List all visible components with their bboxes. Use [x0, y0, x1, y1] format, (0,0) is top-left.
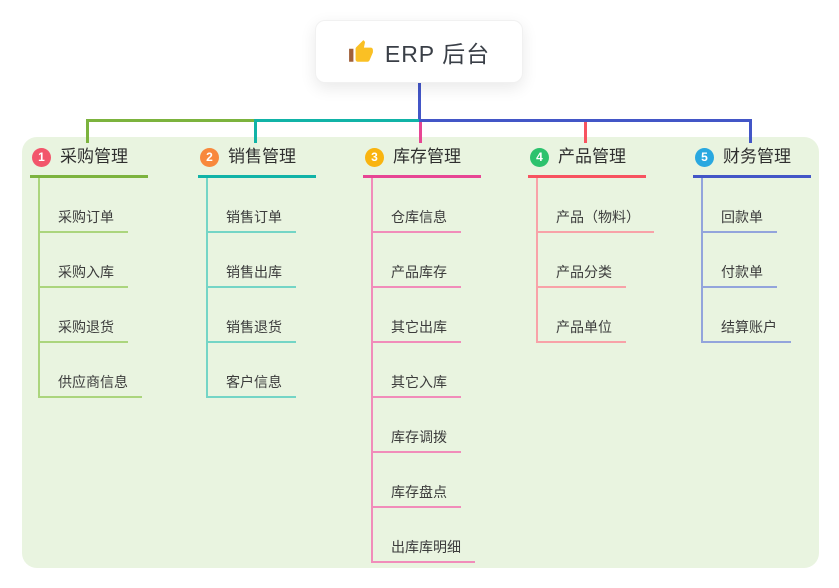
branch-children: 仓库信息产品库存其它出库其它入库库存调拨库存盘点出库库明细 — [371, 178, 475, 563]
branch-库存管理: 3 库存管理仓库信息产品库存其它出库其它入库库存调拨库存盘点出库库明细 — [363, 146, 481, 563]
bus-segment-mid — [255, 119, 419, 122]
branch-drop-line-3 — [418, 122, 422, 143]
branch-label: 产品管理 — [558, 147, 626, 166]
branch-财务管理: 5 财务管理回款单付款单结算账户 — [693, 146, 811, 343]
child-node-仓库信息[interactable]: 仓库信息 — [373, 178, 461, 233]
branch-node-销售管理[interactable]: 2 销售管理 — [198, 146, 316, 178]
root-stem-line — [417, 83, 421, 122]
child-node-采购订单[interactable]: 采购订单 — [40, 178, 128, 233]
child-node-回款单[interactable]: 回款单 — [703, 178, 777, 233]
child-node-库存盘点[interactable]: 库存盘点 — [373, 453, 461, 508]
branch-children: 产品（物料）产品分类产品单位 — [536, 178, 654, 343]
branch-number-badge: 2 — [200, 147, 219, 167]
branch-label: 库存管理 — [393, 147, 461, 166]
branch-drop-line-4 — [583, 122, 587, 143]
branch-number-badge: 3 — [365, 147, 384, 167]
child-node-销售出库[interactable]: 销售出库 — [208, 233, 296, 288]
mindmap-panel — [22, 137, 819, 568]
branch-children: 采购订单采购入库采购退货供应商信息 — [38, 178, 142, 398]
bus-segment-left — [85, 119, 255, 122]
branch-drop-line-1 — [85, 119, 89, 143]
branch-node-财务管理[interactable]: 5 财务管理 — [693, 146, 811, 178]
child-node-库存调拨[interactable]: 库存调拨 — [373, 398, 461, 453]
child-node-客户信息[interactable]: 客户信息 — [208, 343, 296, 398]
branch-number-badge: 5 — [695, 147, 714, 167]
branch-node-产品管理[interactable]: 4 产品管理 — [528, 146, 646, 178]
branch-drop-line-5 — [748, 119, 752, 143]
child-node-其它入库[interactable]: 其它入库 — [373, 343, 461, 398]
child-node-结算账户[interactable]: 结算账户 — [703, 288, 791, 343]
branch-number-badge: 1 — [32, 147, 51, 167]
branch-node-库存管理[interactable]: 3 库存管理 — [363, 146, 481, 178]
child-node-其它出库[interactable]: 其它出库 — [373, 288, 461, 343]
child-node-采购退货[interactable]: 采购退货 — [40, 288, 128, 343]
branch-children: 回款单付款单结算账户 — [701, 178, 791, 343]
branch-销售管理: 2 销售管理销售订单销售出库销售退货客户信息 — [198, 146, 316, 398]
child-node-销售退货[interactable]: 销售退货 — [208, 288, 296, 343]
branch-node-采购管理[interactable]: 1 采购管理 — [30, 146, 148, 178]
child-node-产品（物料）[interactable]: 产品（物料） — [538, 178, 654, 233]
child-node-采购入库[interactable]: 采购入库 — [40, 233, 128, 288]
thumbs-up-icon — [348, 39, 374, 65]
child-node-产品库存[interactable]: 产品库存 — [373, 233, 461, 288]
branch-label: 财务管理 — [723, 147, 791, 166]
child-node-销售订单[interactable]: 销售订单 — [208, 178, 296, 233]
branch-drop-line-2 — [253, 119, 257, 143]
child-node-产品单位[interactable]: 产品单位 — [538, 288, 626, 343]
branch-产品管理: 4 产品管理产品（物料）产品分类产品单位 — [528, 146, 654, 343]
child-node-供应商信息[interactable]: 供应商信息 — [40, 343, 142, 398]
branch-children: 销售订单销售出库销售退货客户信息 — [206, 178, 296, 398]
bus-segment-right — [419, 119, 752, 122]
root-node[interactable]: ERP 后台 — [315, 20, 523, 83]
child-node-出库库明细[interactable]: 出库库明细 — [373, 508, 475, 563]
branch-采购管理: 1 采购管理采购订单采购入库采购退货供应商信息 — [30, 146, 148, 398]
branch-label: 销售管理 — [228, 147, 296, 166]
root-node-label: ERP 后台 — [384, 40, 491, 67]
child-node-产品分类[interactable]: 产品分类 — [538, 233, 626, 288]
child-node-付款单[interactable]: 付款单 — [703, 233, 777, 288]
branch-number-badge: 4 — [530, 147, 549, 167]
branch-label: 采购管理 — [60, 147, 128, 166]
